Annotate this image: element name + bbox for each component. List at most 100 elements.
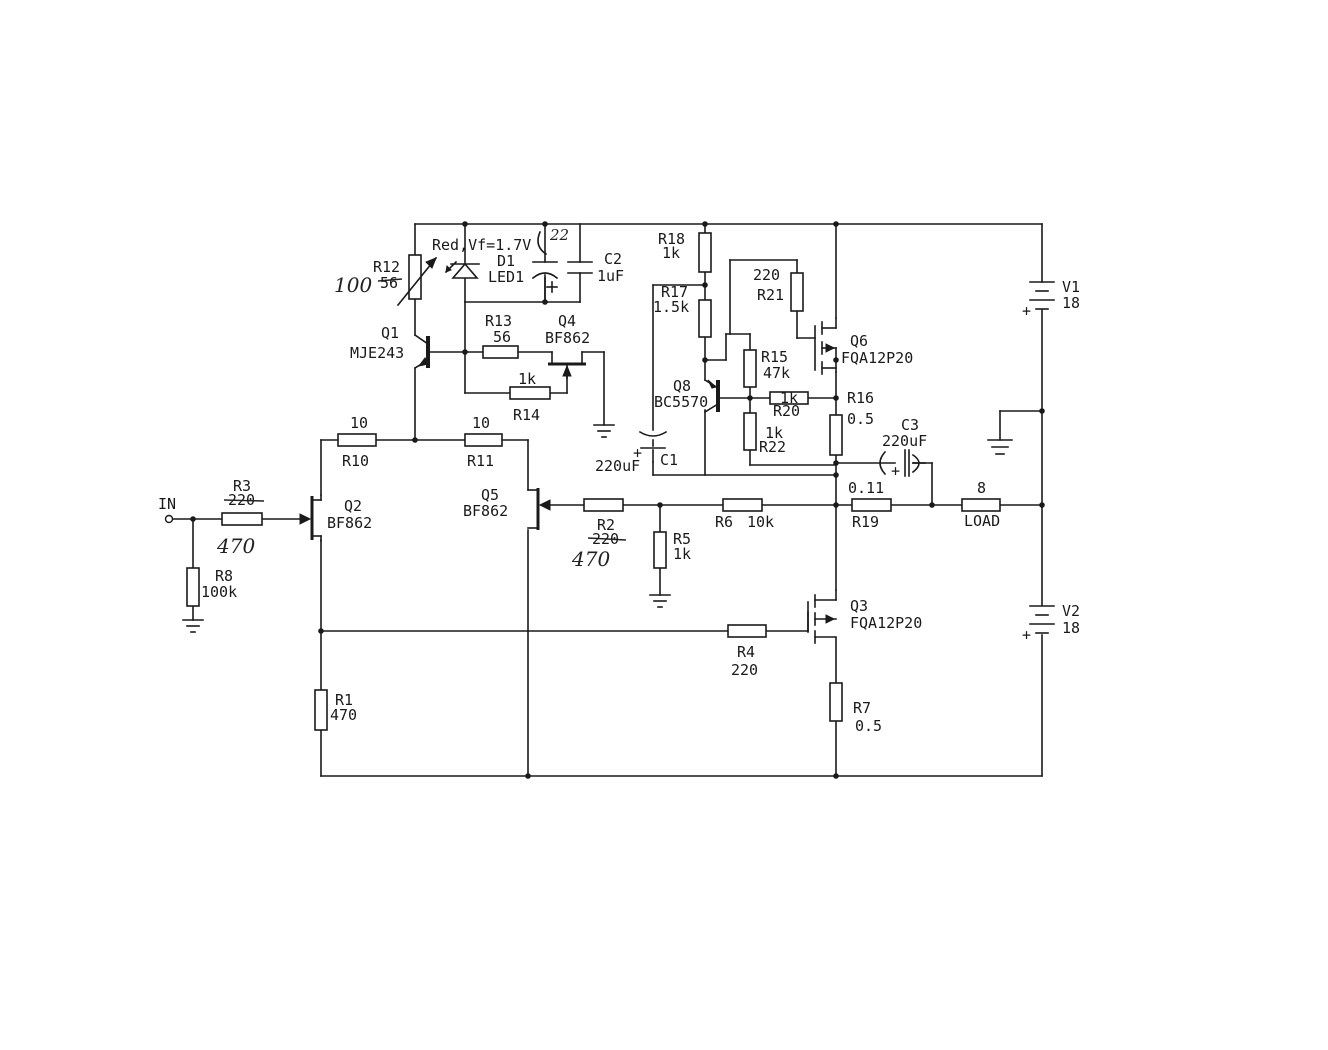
label-r2-orig: 220 — [592, 530, 619, 548]
resistor-r14 — [509, 386, 551, 400]
label-r22-name: R22 — [759, 438, 786, 456]
label-r20-name: R20 — [773, 402, 800, 420]
label-r1-val: 470 — [330, 706, 357, 724]
label-d1-type: LED1 — [488, 268, 524, 286]
resistor-r19 — [851, 498, 892, 512]
resistor-r16 — [829, 414, 843, 456]
label-r21-name: R21 — [757, 286, 784, 304]
resistor-r2 — [583, 498, 624, 512]
label-r17-name: R17 — [661, 283, 688, 301]
label-v1-val: 18 — [1062, 294, 1080, 312]
label-q2-name: Q2 — [344, 497, 362, 515]
label-r14-val: 1k — [518, 370, 536, 388]
label-r5-name: R5 — [673, 530, 691, 548]
label-r2-name: R2 — [597, 516, 615, 534]
battery-v2: + — [1022, 605, 1055, 644]
label-q3-name: Q3 — [850, 597, 868, 615]
transistor-q2 — [299, 494, 322, 542]
label-r6-val: 10k — [747, 513, 774, 531]
led-d1 — [444, 260, 480, 279]
resistor-r3 — [221, 512, 263, 526]
label-r8-name: R8 — [215, 567, 233, 585]
label-q4-name: Q4 — [558, 312, 576, 330]
label-v2-name: V2 — [1062, 602, 1080, 620]
label-r14-name: R14 — [513, 406, 540, 424]
ground-symbol — [593, 424, 615, 438]
label-r18-name: R18 — [658, 230, 685, 248]
label-r7-val: 0.5 — [855, 717, 882, 735]
capacitor-c1: + — [633, 430, 668, 463]
label-r11-val: 10 — [472, 414, 490, 432]
label-r19-name: R19 — [852, 513, 879, 531]
label-r13-val: 56 — [493, 328, 511, 346]
label-r22-val: 1k — [765, 424, 783, 442]
label-q1-type: MJE243 — [350, 344, 404, 362]
label-r12-hand: 100 — [334, 273, 372, 297]
resistor-load — [961, 498, 1001, 512]
resistor-r11 — [464, 433, 503, 447]
label-r10-name: R10 — [342, 452, 369, 470]
label-r4-name: R4 — [737, 643, 755, 661]
label-r16-val: 0.5 — [847, 410, 874, 428]
label-r12-name: R12 — [373, 258, 400, 276]
label-load-name: LOAD — [964, 512, 1000, 530]
transistor-q4 — [548, 362, 586, 379]
label-r19-val: 0.11 — [848, 479, 884, 497]
resistor-r7 — [829, 682, 843, 722]
strike-marks — [223, 278, 627, 541]
label-c3-name: C3 — [901, 416, 919, 434]
label-r7-name: R7 — [853, 699, 871, 717]
svg-text:+: + — [891, 462, 900, 480]
transistor-q6 — [814, 317, 837, 375]
label-q4-type: BF862 — [545, 329, 590, 347]
label-r1-name: R1 — [335, 691, 353, 709]
label-c2-val: 1uF — [597, 267, 624, 285]
resistor-r18 — [698, 232, 712, 273]
label-r4-val: 220 — [731, 661, 758, 679]
svg-text:+: + — [633, 444, 642, 462]
capacitor-c3: + — [879, 449, 926, 480]
label-r3-orig: 220 — [228, 491, 255, 509]
label-r18-val: 1k — [662, 244, 680, 262]
label-load-val: 8 — [977, 479, 986, 497]
label-q3-type: FQA12P20 — [850, 614, 922, 632]
label-q6-name: Q6 — [850, 332, 868, 350]
input-terminal — [164, 514, 174, 524]
junction-dots — [190, 221, 1045, 779]
transistor-q5 — [527, 488, 551, 530]
battery-v1: + — [1022, 281, 1055, 320]
resistor-r10 — [337, 433, 377, 447]
label-q1-name: Q1 — [381, 324, 399, 342]
resistor-r4 — [727, 624, 767, 638]
transistor-q8 — [703, 378, 720, 414]
label-r20-val: 1k — [780, 389, 798, 407]
resistor-r15 — [743, 349, 757, 388]
label-r21-val: 220 — [753, 266, 780, 284]
resistor-r1 — [314, 689, 328, 731]
label-c3-val: 220uF — [882, 432, 927, 450]
label-q8-name: Q8 — [673, 377, 691, 395]
label-r15-name: R15 — [761, 348, 788, 366]
label-r11-name: R11 — [467, 452, 494, 470]
label-d1-note: Red,Vf=1.7V — [432, 236, 531, 254]
label-v1-name: V1 — [1062, 278, 1080, 296]
label-v2-val: 18 — [1062, 619, 1080, 637]
resistor-r8 — [186, 567, 200, 607]
label-r10-val: 10 — [350, 414, 368, 432]
ground-symbol — [182, 619, 204, 633]
resistor-r6 — [722, 498, 763, 512]
svg-text:+: + — [1022, 626, 1031, 644]
label-c2-name: C2 — [604, 250, 622, 268]
label-c1-val: 220uF — [595, 457, 640, 475]
transistor-q3 — [807, 589, 837, 644]
label-in: IN — [158, 495, 176, 513]
label-d1-name: D1 — [497, 252, 515, 270]
variable-resistor-r12 — [396, 254, 438, 307]
svg-text:+: + — [1022, 302, 1031, 320]
resistor-r13 — [482, 345, 519, 359]
label-r3-hand: 470 — [216, 534, 255, 558]
ground-symbol — [649, 594, 671, 608]
resistor-r21 — [790, 272, 804, 312]
label-hand-22: 22 — [549, 226, 569, 244]
